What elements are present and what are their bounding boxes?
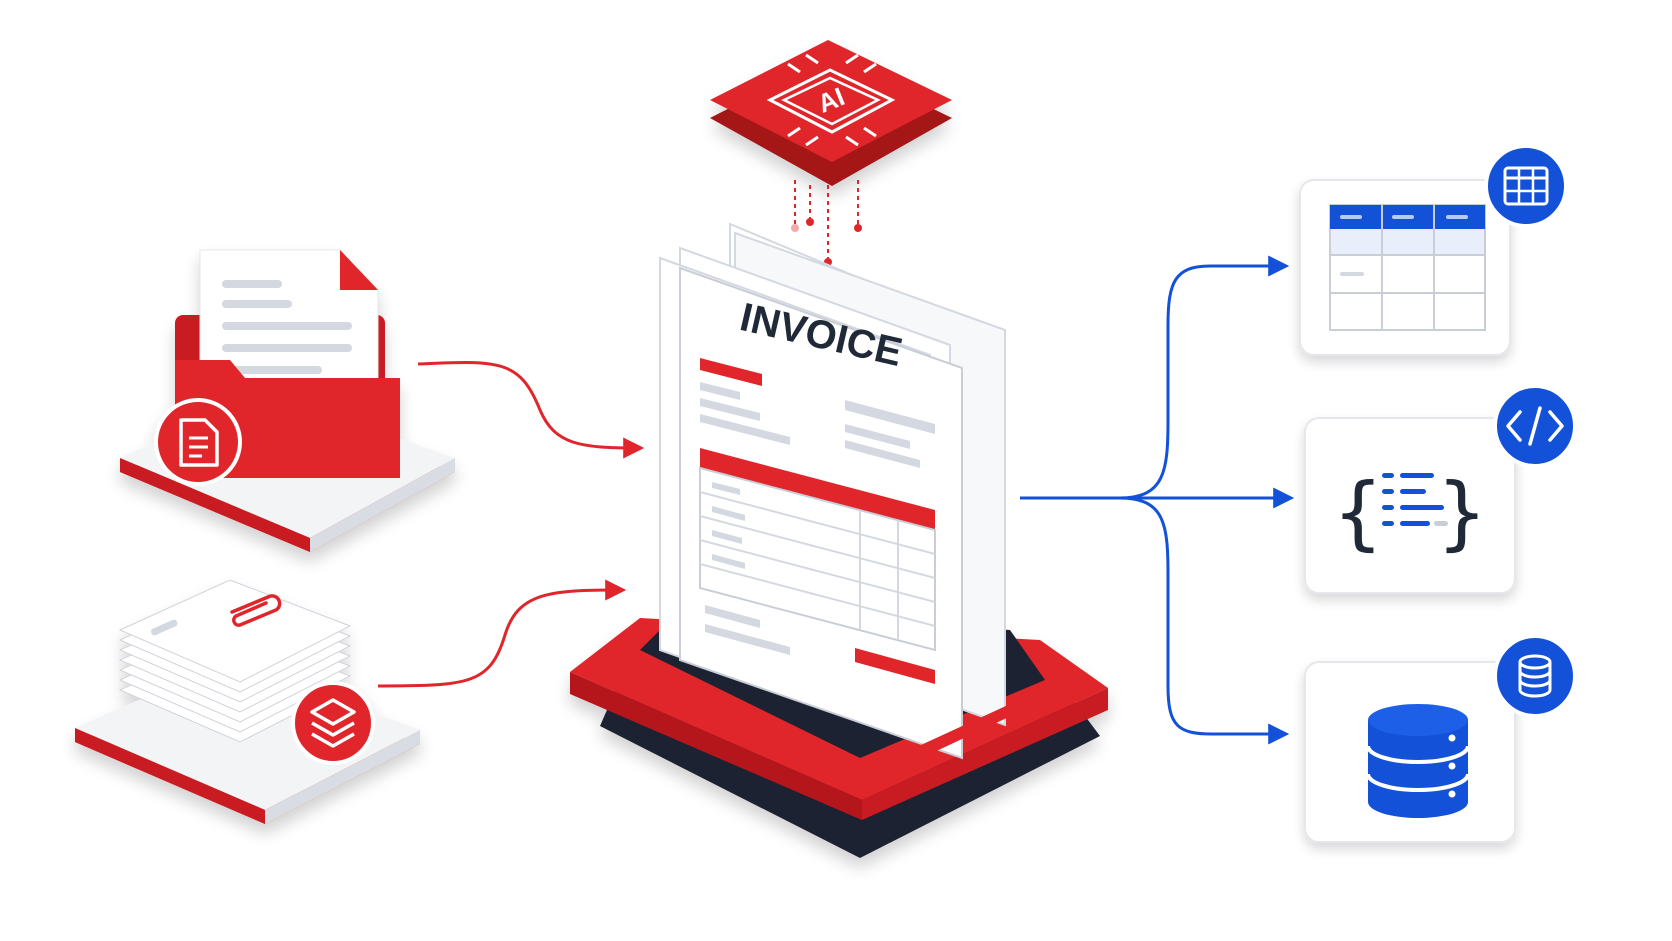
arrow-to-database xyxy=(1119,496,1290,745)
document-icon xyxy=(154,398,242,486)
output-database xyxy=(1304,634,1577,843)
arrow-stack-to-invoice xyxy=(377,579,627,688)
json-braces-icon: { } xyxy=(1334,466,1486,559)
svg-text:{: { xyxy=(1334,466,1382,559)
invoice-tray-front xyxy=(650,676,1045,786)
folder-document xyxy=(199,249,379,401)
invoice-line-items-table xyxy=(699,448,936,652)
input-arrows xyxy=(377,360,645,688)
table-icon xyxy=(1484,144,1568,228)
spreadsheet-grid xyxy=(1329,204,1486,331)
database-cylinder xyxy=(1366,704,1470,818)
input-paper-stack xyxy=(75,579,420,824)
chip-connectors xyxy=(794,180,859,262)
code-icon xyxy=(1493,384,1577,468)
arrow-folder-to-invoice xyxy=(417,360,645,459)
ai-chip-icon xyxy=(766,53,896,147)
svg-text:}: } xyxy=(1438,466,1486,559)
output-json: { } xyxy=(1304,384,1577,594)
output-spreadsheet xyxy=(1299,144,1568,356)
paperclip-icon xyxy=(230,594,282,627)
ai-chip: AI xyxy=(710,40,952,186)
output-arrows xyxy=(1020,255,1295,745)
layers-icon xyxy=(291,681,375,765)
database-icon xyxy=(1493,634,1577,718)
input-folder xyxy=(120,249,455,552)
paper-sheets xyxy=(118,579,352,743)
invoice-document: INVOICE xyxy=(679,266,963,760)
arrow-to-spreadsheet xyxy=(1119,255,1290,500)
